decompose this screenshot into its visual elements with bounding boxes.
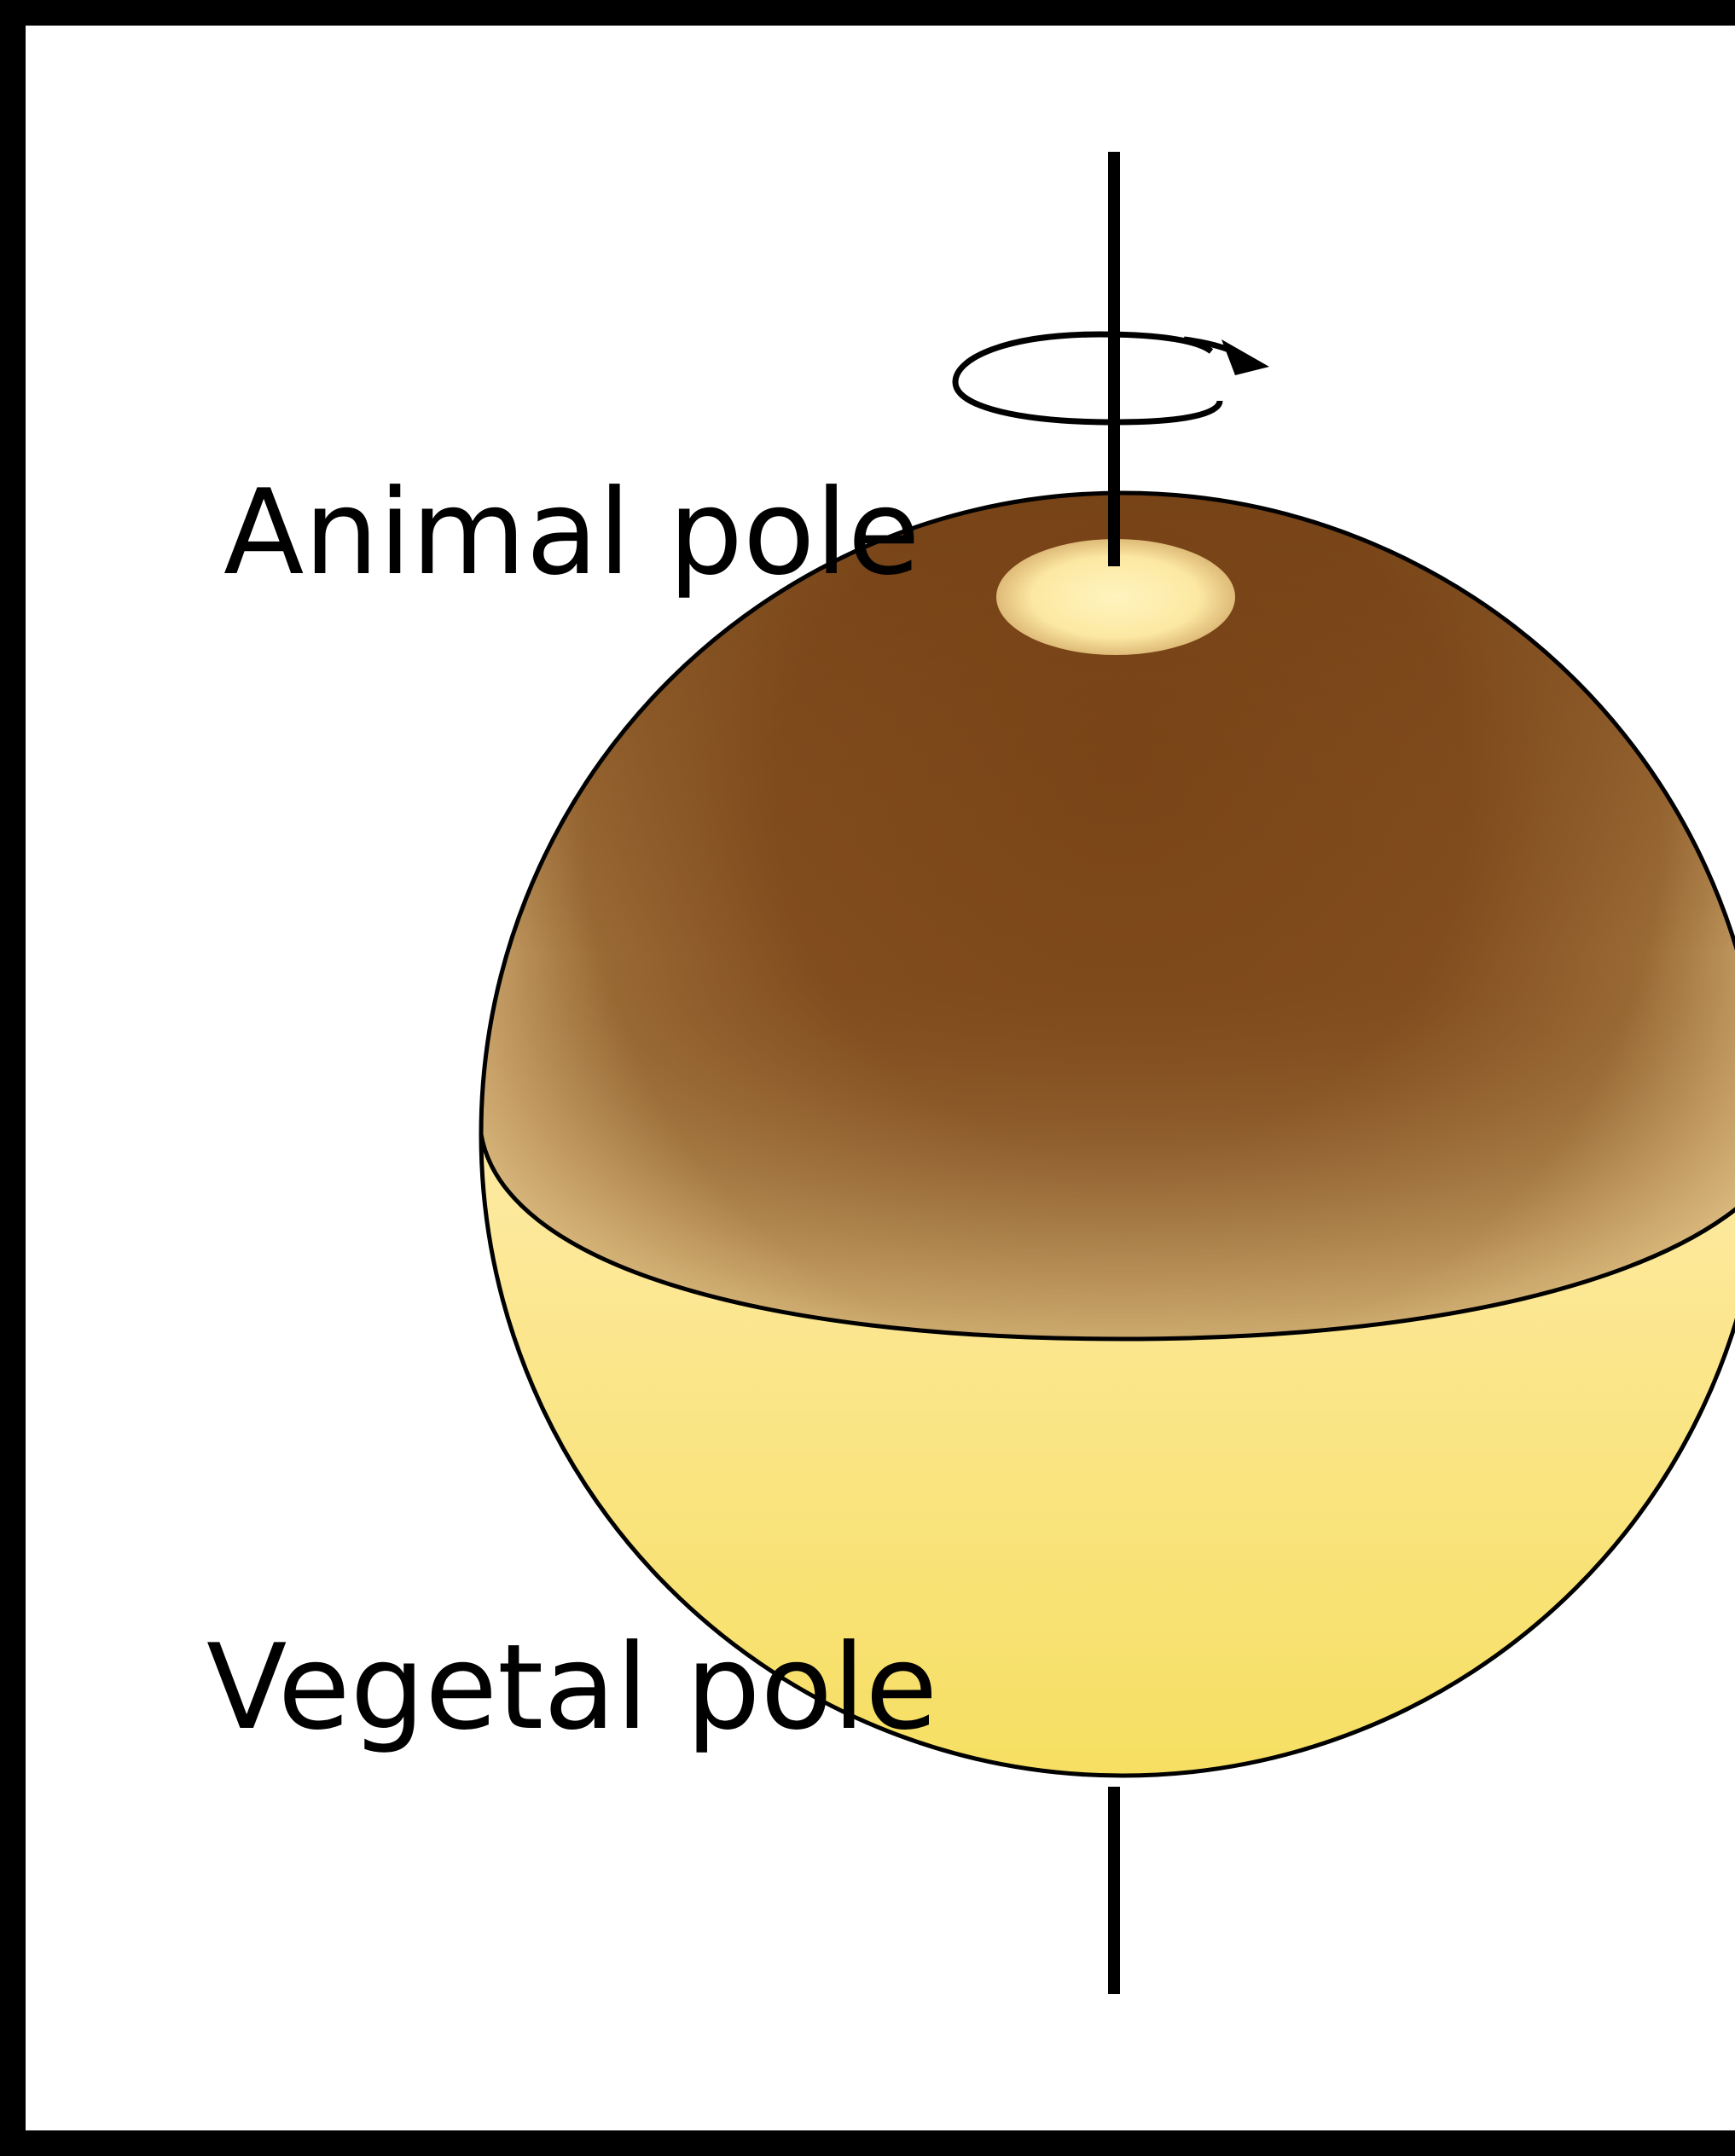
animal-pole-label: Animal pole	[223, 464, 920, 601]
vegetal-pole-label: Vegetal pole	[206, 1619, 937, 1756]
